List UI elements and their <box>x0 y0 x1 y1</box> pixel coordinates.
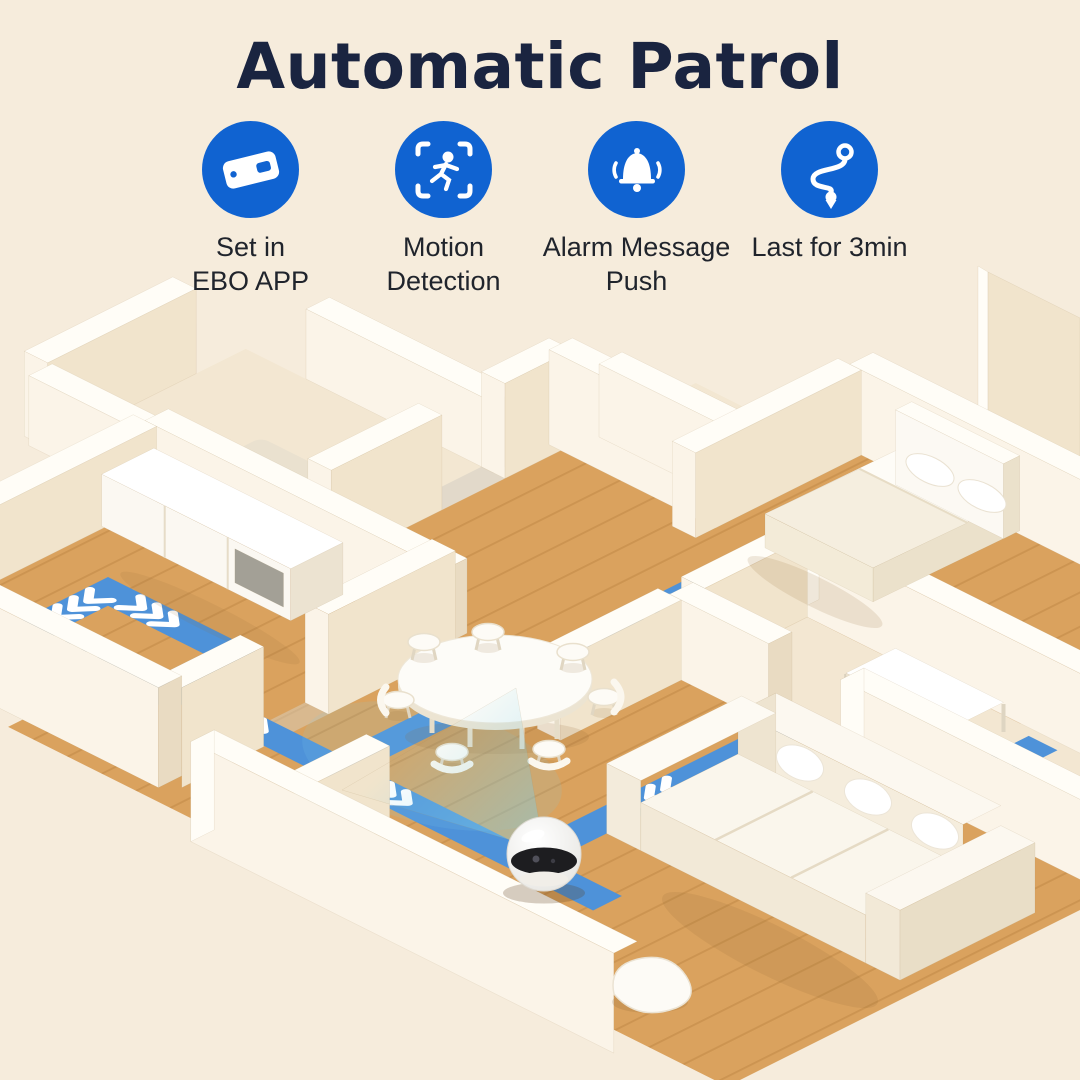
hallway-floor <box>0 501 432 771</box>
robot-camera <box>532 855 540 863</box>
feature-label: Motion Detection <box>386 232 501 296</box>
feature-label: Set in EBO APP <box>191 232 310 296</box>
page-title: Automatic Patrol <box>236 30 844 103</box>
feature-set-in-ebo-app: Set in EBO APP <box>154 121 347 299</box>
bedroom-left-wall <box>671 358 862 539</box>
feature-motion-detection: Motion Detection <box>347 121 540 299</box>
cabinet-tv-panel <box>234 548 284 608</box>
feature-patrol-duration: Last for 3min <box>733 121 926 299</box>
outer-wall-bottom <box>190 729 638 1054</box>
sideboard-cabinet <box>101 447 344 665</box>
feature-label: Last for 3min <box>751 232 908 262</box>
pillow <box>957 479 1007 513</box>
robot-visor <box>511 847 577 875</box>
pillow <box>844 778 892 816</box>
camera-beam <box>341 687 545 851</box>
pillow <box>776 744 824 782</box>
bed <box>747 401 1021 629</box>
hallway-divider-wall-a <box>304 538 456 715</box>
sofa <box>606 692 1036 1009</box>
phone-icon <box>202 121 299 218</box>
feature-alarm-message-push: Alarm Message Push <box>540 121 733 299</box>
pillow <box>911 812 959 850</box>
motion-detection-icon <box>395 121 492 218</box>
pillow <box>905 453 955 487</box>
side-table <box>612 956 692 1014</box>
header: Automatic Patrol Set in EBO APP <box>0 0 1080 299</box>
feature-row: Set in EBO APP <box>0 121 1080 299</box>
feature-label: Alarm Message Push <box>542 232 731 296</box>
route-icon <box>781 121 878 218</box>
walls-group <box>0 265 1080 1054</box>
ebo-robot <box>503 816 585 904</box>
outer-wall-bottomleft <box>0 584 183 789</box>
alarm-bell-icon <box>588 121 685 218</box>
